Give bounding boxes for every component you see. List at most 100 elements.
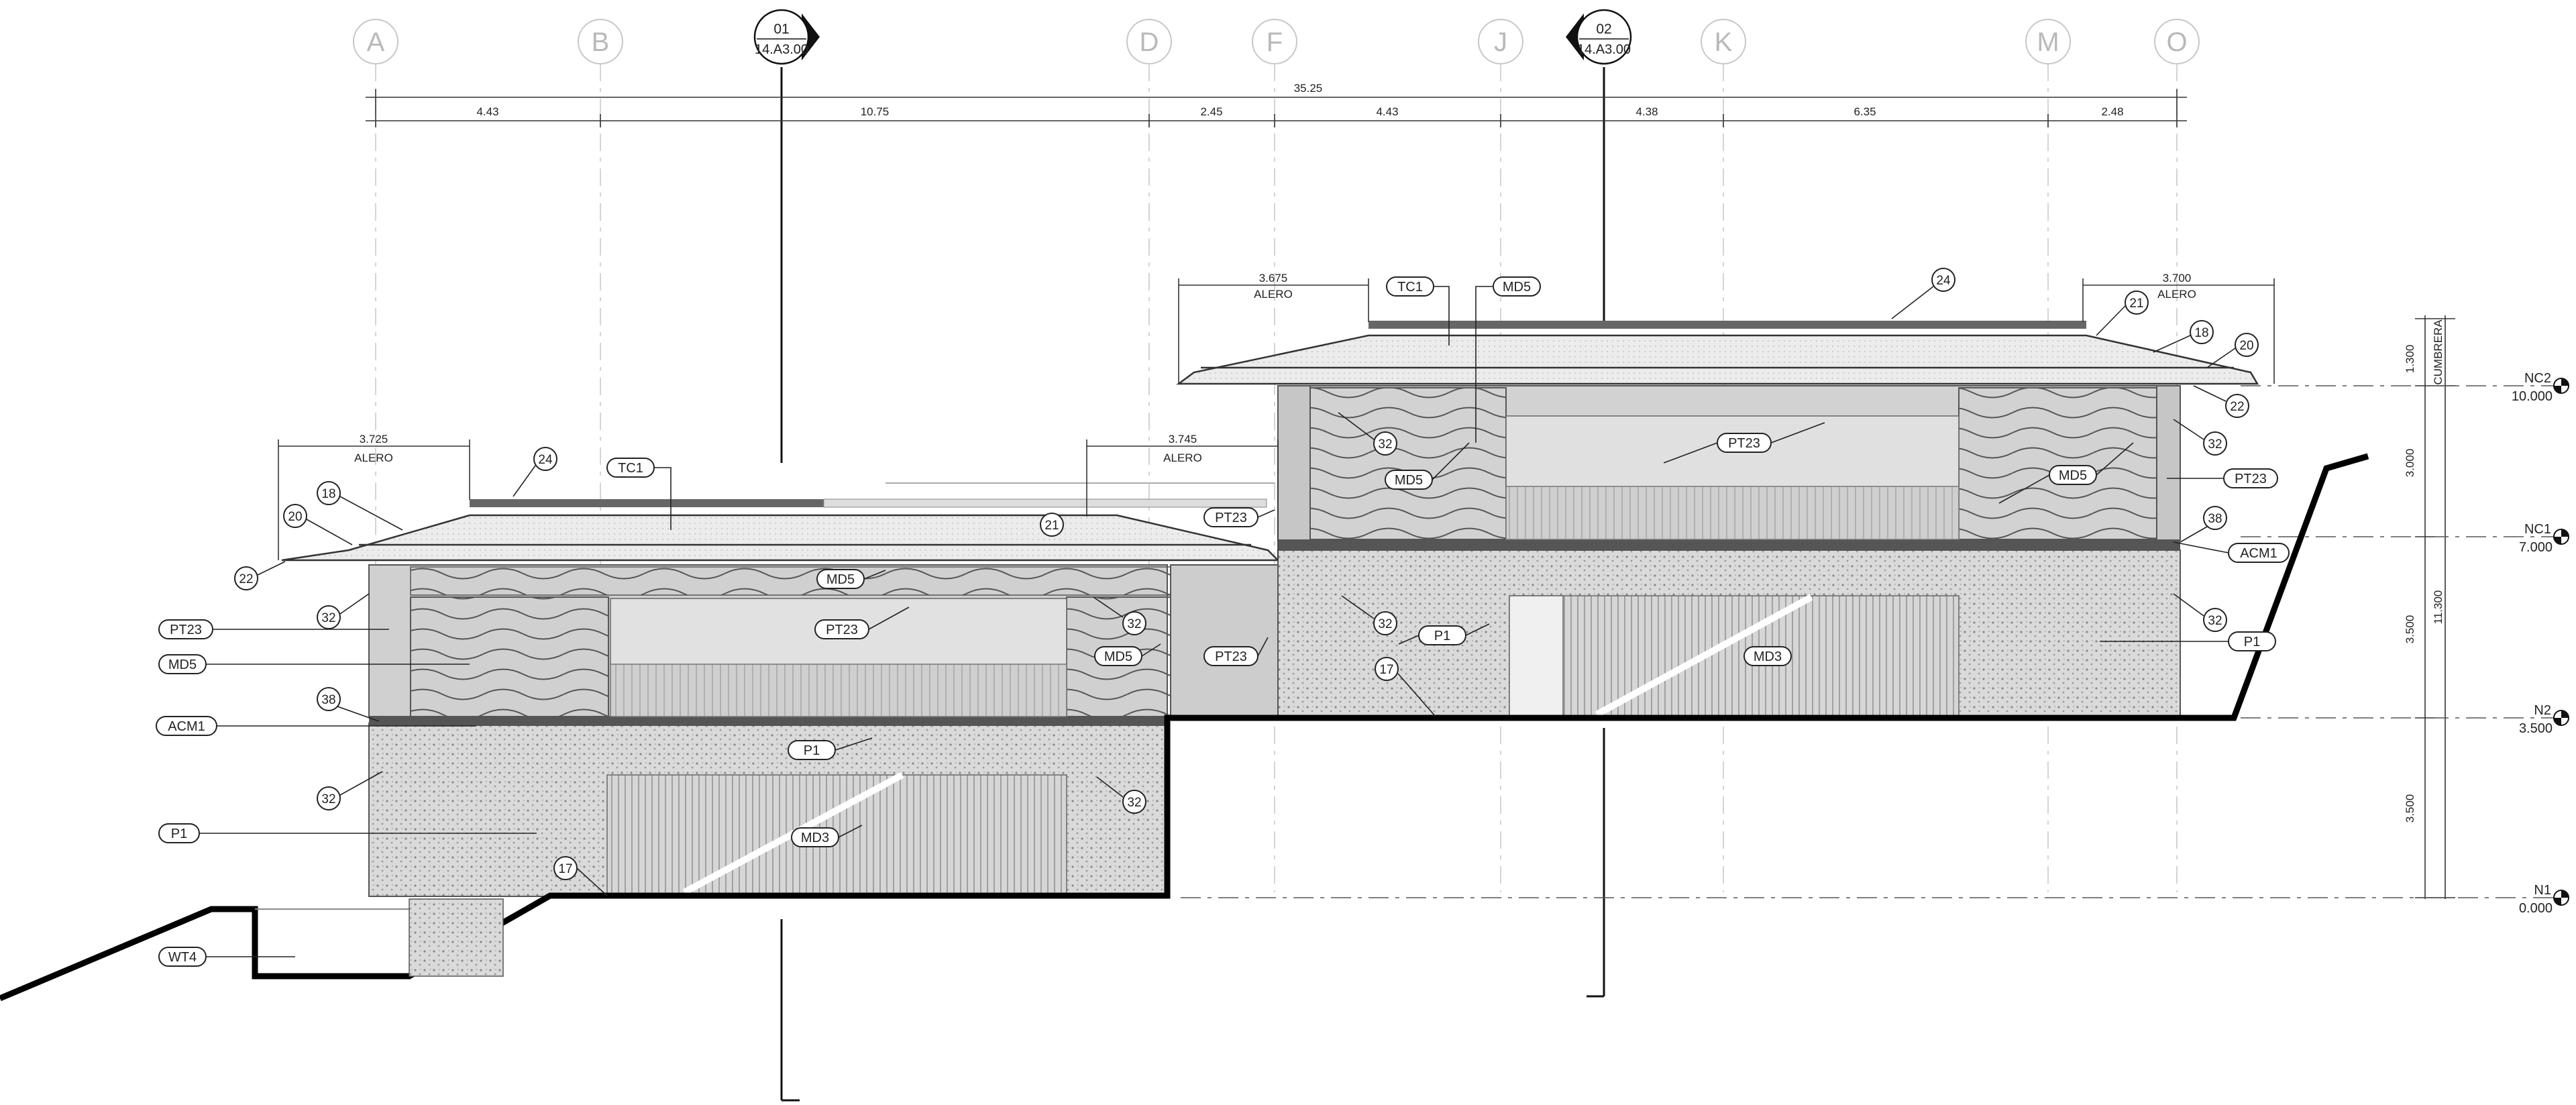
number-tag-21[interactable]: 21 bbox=[1040, 513, 1064, 537]
svg-text:CUMBRERA: CUMBRERA bbox=[2432, 319, 2445, 385]
number-tag-32[interactable]: 32 bbox=[1093, 596, 1146, 635]
number-tag-20[interactable]: 20 bbox=[2206, 333, 2259, 368]
tag-md5[interactable]: MD5 bbox=[1385, 442, 1470, 490]
tag-md3[interactable]: MD3 bbox=[1743, 646, 1792, 666]
svg-text:ALERO: ALERO bbox=[1163, 452, 1202, 464]
svg-text:35.25: 35.25 bbox=[1294, 82, 1323, 95]
side-wall bbox=[1170, 564, 1279, 719]
svg-text:K: K bbox=[1715, 28, 1733, 57]
wave-panel bbox=[410, 596, 609, 717]
tag-pt23[interactable]: PT23 bbox=[1203, 637, 1269, 666]
svg-text:N1: N1 bbox=[2534, 883, 2551, 898]
tag-acm1[interactable]: ACM1 bbox=[156, 716, 476, 736]
number-tag-18[interactable]: 18 bbox=[317, 481, 403, 531]
svg-text:A: A bbox=[367, 28, 385, 57]
svg-text:32: 32 bbox=[2208, 437, 2222, 452]
number-tag-24[interactable]: 24 bbox=[1891, 268, 1955, 319]
eave-dimension-1: 3.725 ALERO bbox=[278, 433, 470, 560]
tag-acm1[interactable]: ACM1 bbox=[2173, 541, 2290, 563]
number-tag-22[interactable]: 22 bbox=[2193, 385, 2249, 418]
tag-wt4[interactable]: WT4 bbox=[158, 947, 295, 967]
number-tag-32[interactable]: 32 bbox=[1341, 595, 1397, 635]
svg-text:32: 32 bbox=[321, 611, 335, 625]
svg-text:ALERO: ALERO bbox=[2157, 288, 2196, 301]
tag-p1[interactable]: P1 bbox=[788, 737, 873, 760]
roof bbox=[1176, 334, 2259, 385]
svg-text:7.000: 7.000 bbox=[2519, 540, 2553, 555]
svg-text:01: 01 bbox=[773, 21, 789, 37]
grid-axis-d: D bbox=[1126, 19, 1172, 64]
tag-p1[interactable]: P1 bbox=[2100, 631, 2276, 651]
number-tag-17[interactable]: 17 bbox=[1375, 657, 1436, 717]
svg-text:N2: N2 bbox=[2534, 703, 2551, 718]
roof-cap bbox=[470, 499, 824, 507]
number-tag-32[interactable]: 32 bbox=[1096, 776, 1146, 814]
tag-tc1[interactable]: TC1 bbox=[606, 458, 672, 530]
tag-md3[interactable]: MD3 bbox=[791, 825, 863, 847]
svg-text:38: 38 bbox=[321, 693, 335, 707]
tag-pt23[interactable]: PT23 bbox=[2167, 468, 2278, 488]
svg-text:ACM1: ACM1 bbox=[168, 719, 205, 734]
roof-cap bbox=[1368, 321, 2086, 329]
tag-tc1[interactable]: TC1 bbox=[1386, 276, 1450, 346]
svg-text:MD5: MD5 bbox=[826, 572, 855, 587]
number-tag-20[interactable]: 20 bbox=[283, 504, 353, 545]
right-building bbox=[1176, 321, 2259, 719]
number-tag-24[interactable]: 24 bbox=[513, 447, 557, 497]
level-n2: N2 3.500 bbox=[2241, 703, 2569, 736]
svg-text:21: 21 bbox=[2129, 297, 2143, 311]
tag-pt23[interactable]: PT23 bbox=[1203, 507, 1275, 527]
svg-text:4.43: 4.43 bbox=[1376, 105, 1398, 118]
svg-text:MD5: MD5 bbox=[1503, 280, 1531, 295]
svg-text:6.35: 6.35 bbox=[1854, 105, 1876, 118]
number-tag-32[interactable]: 32 bbox=[2173, 593, 2227, 632]
slat-screen bbox=[1509, 595, 1960, 719]
tag-md5[interactable]: MD5 bbox=[816, 569, 886, 589]
tag-pt23[interactable]: PT23 bbox=[814, 607, 910, 639]
tag-pt23[interactable]: PT23 bbox=[1663, 422, 1825, 464]
svg-text:20: 20 bbox=[2239, 339, 2253, 353]
level-marker-icon bbox=[2553, 710, 2569, 726]
eave-dimension-4: 3.700 ALERO bbox=[2082, 272, 2275, 384]
grid-axis-a: A bbox=[353, 19, 398, 64]
tag-pt23[interactable]: PT23 bbox=[158, 619, 389, 639]
number-tag-32[interactable]: 32 bbox=[317, 593, 370, 629]
svg-text:18: 18 bbox=[2194, 326, 2208, 340]
grid-axis-k: K bbox=[1701, 19, 1746, 64]
section-marker-01[interactable]: 01 14.A3.00 bbox=[753, 9, 820, 1102]
wave-panel bbox=[1958, 387, 2157, 540]
stair bbox=[1595, 594, 1813, 718]
number-tag-38[interactable]: 38 bbox=[317, 687, 380, 722]
tag-md5[interactable]: MD5 bbox=[1475, 276, 1541, 443]
svg-text:32: 32 bbox=[1127, 796, 1141, 810]
svg-text:PT23: PT23 bbox=[1215, 649, 1247, 664]
grid-axis-j: J bbox=[1478, 19, 1523, 64]
railing bbox=[1505, 486, 1960, 540]
svg-text:WT4: WT4 bbox=[168, 950, 197, 965]
svg-text:02: 02 bbox=[1596, 21, 1611, 37]
svg-text:MD5: MD5 bbox=[2059, 468, 2087, 483]
number-tag-22[interactable]: 22 bbox=[234, 561, 286, 590]
number-tag-18[interactable]: 18 bbox=[2153, 320, 2214, 353]
svg-text:F: F bbox=[1267, 28, 1283, 57]
number-tag-38[interactable]: 38 bbox=[2180, 506, 2227, 543]
tag-md5[interactable]: MD5 bbox=[1094, 643, 1161, 666]
svg-text:PT23: PT23 bbox=[826, 623, 858, 637]
number-tag-32[interactable]: 32 bbox=[2173, 419, 2227, 456]
svg-text:PT23: PT23 bbox=[1728, 436, 1760, 451]
svg-text:32: 32 bbox=[2208, 614, 2222, 628]
tag-md5[interactable]: MD5 bbox=[1998, 442, 2134, 504]
tag-md5[interactable]: MD5 bbox=[158, 654, 470, 674]
tag-p1[interactable]: P1 bbox=[158, 823, 537, 843]
svg-text:TC1: TC1 bbox=[618, 461, 643, 476]
svg-text:MD3: MD3 bbox=[801, 831, 829, 845]
tag-p1[interactable]: P1 bbox=[1398, 623, 1490, 645]
svg-text:PT23: PT23 bbox=[2235, 472, 2267, 486]
number-tag-32[interactable]: 32 bbox=[317, 771, 383, 810]
number-tag-21[interactable]: 21 bbox=[2096, 291, 2149, 336]
number-tag-32[interactable]: 32 bbox=[1338, 412, 1397, 456]
number-tag-17[interactable]: 17 bbox=[553, 856, 608, 896]
svg-text:3.000: 3.000 bbox=[2404, 449, 2416, 478]
svg-text:24: 24 bbox=[538, 453, 553, 467]
section-marker-02[interactable]: 02 14.A3.00 bbox=[1566, 9, 1632, 998]
